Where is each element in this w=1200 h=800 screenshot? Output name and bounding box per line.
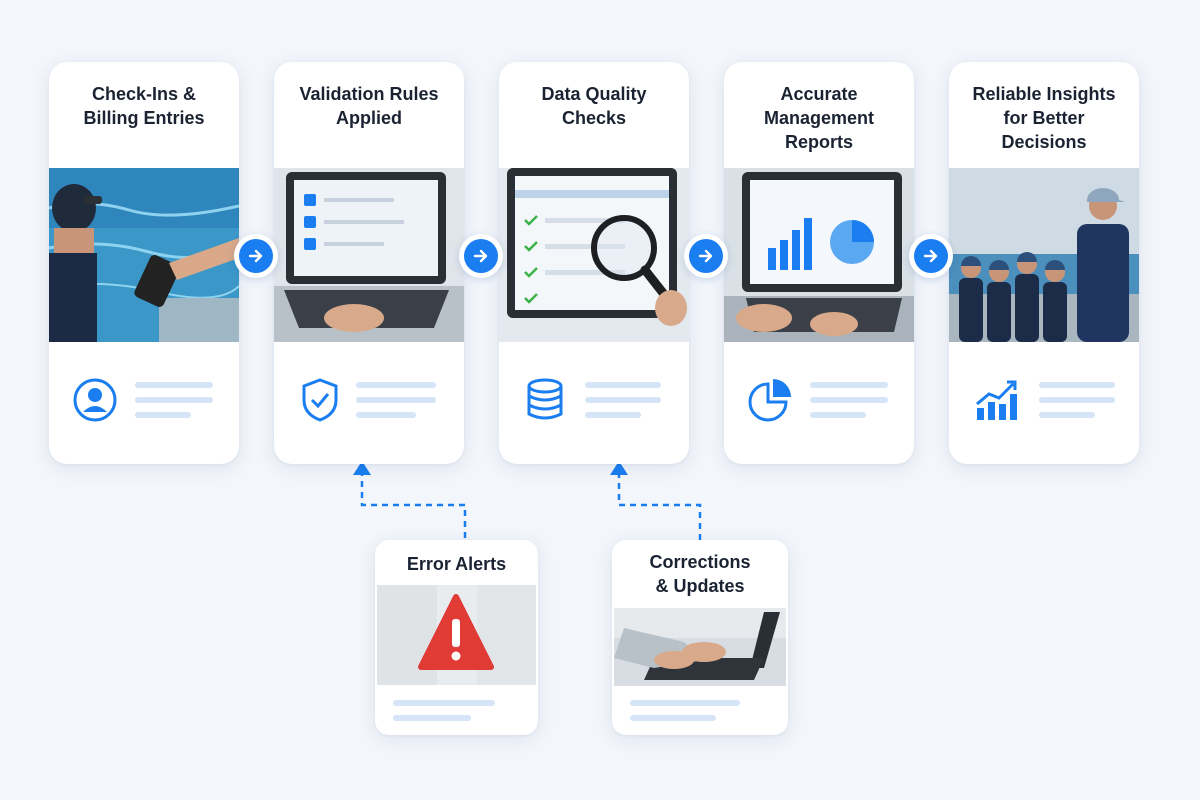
user-circle-icon xyxy=(69,374,121,426)
bar-growth-icon xyxy=(969,374,1021,426)
placeholder-line xyxy=(630,715,716,721)
warning-triangle-icon xyxy=(377,585,536,685)
next-arrow-icon xyxy=(459,234,503,278)
feedback-card-corrections: Corrections & Updates xyxy=(612,540,788,735)
laptop-typing-icon xyxy=(614,608,786,686)
placeholder-line xyxy=(1039,382,1115,388)
placeholder-line xyxy=(356,397,436,403)
placeholder-line xyxy=(135,382,213,388)
next-arrow-icon xyxy=(909,234,953,278)
placeholder-line xyxy=(393,700,495,706)
step-card-insights: Reliable Insights for Better Decisions xyxy=(949,62,1139,464)
placeholder-line xyxy=(135,397,213,403)
step-title: Accurate Management Reports xyxy=(763,84,875,152)
placeholder-line xyxy=(810,382,888,388)
feedback-title: Error Alerts xyxy=(406,554,507,574)
swimmer-checkin-image xyxy=(49,168,239,342)
error-alerts-connector xyxy=(360,472,467,538)
step-card-check-ins: Check-Ins & Billing Entries xyxy=(49,62,239,464)
placeholder-line xyxy=(810,412,866,418)
placeholder-line xyxy=(810,397,888,403)
step-title: Data Quality Checks xyxy=(541,84,647,128)
step-title: Validation Rules Applied xyxy=(299,84,439,128)
next-arrow-icon xyxy=(234,234,278,278)
placeholder-line xyxy=(1039,412,1095,418)
step-card-validation: Validation Rules Applied xyxy=(274,62,464,464)
step-title: Reliable Insights for Better Decisions xyxy=(972,84,1116,152)
step-title: Check-Ins & Billing Entries xyxy=(83,84,205,128)
placeholder-line xyxy=(356,382,436,388)
pie-chart-icon xyxy=(744,374,796,426)
placeholder-line xyxy=(135,412,191,418)
corrections-connector xyxy=(617,472,702,540)
placeholder-line xyxy=(585,382,661,388)
laptop-checklist-image xyxy=(274,168,464,342)
placeholder-line xyxy=(630,700,740,706)
shield-check-icon xyxy=(294,374,346,426)
feedback-card-error-alerts: Error Alerts xyxy=(375,540,538,735)
placeholder-line xyxy=(356,412,416,418)
step-card-management-reports: Accurate Management Reports xyxy=(724,62,914,464)
next-arrow-icon xyxy=(684,234,728,278)
laptop-report-image xyxy=(724,168,914,342)
feedback-title: Corrections & Updates xyxy=(649,552,751,596)
placeholder-line xyxy=(585,397,661,403)
placeholder-line xyxy=(393,715,471,721)
placeholder-line xyxy=(585,412,641,418)
placeholder-line xyxy=(1039,397,1115,403)
coach-swim-team-image xyxy=(949,168,1139,342)
magnifier-checklist-image xyxy=(499,168,689,342)
database-icon xyxy=(519,374,571,426)
step-card-data-quality: Data Quality Checks xyxy=(499,62,689,464)
